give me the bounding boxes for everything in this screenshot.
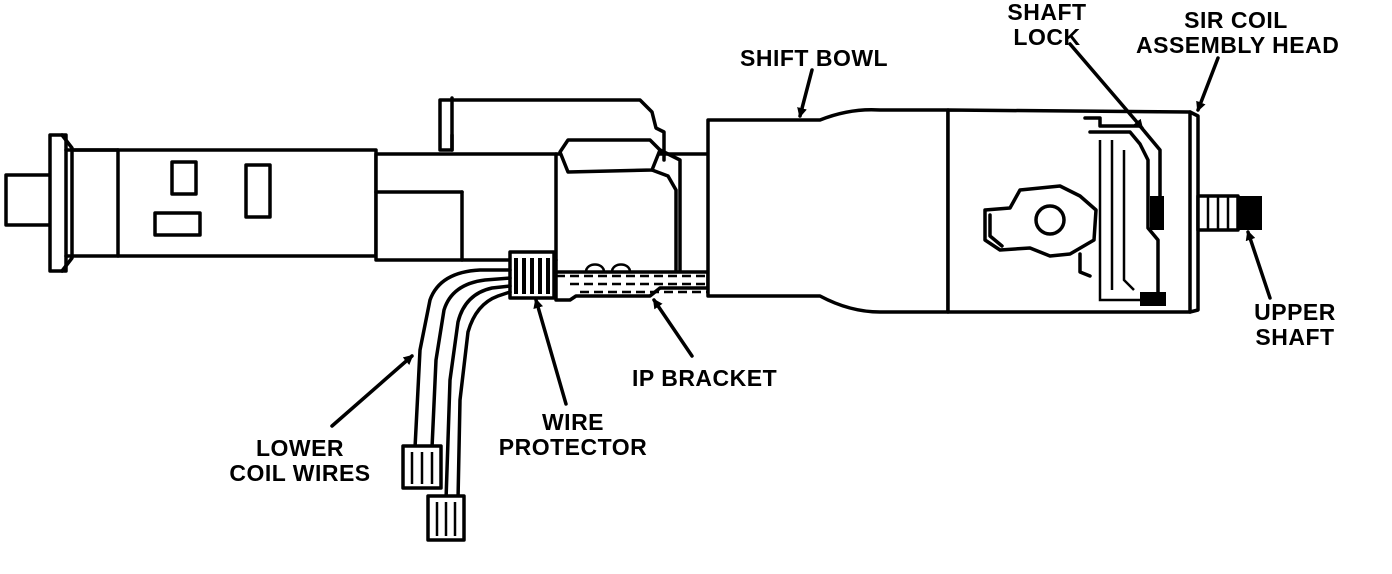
label-upper-shaft: UPPER SHAFT [1254,299,1336,350]
label-shift-bowl: SHIFT BOWL [740,45,889,71]
shift-bowl-body [706,107,950,314]
label-sir-coil-assembly-head: SIR COIL ASSEMBLY HEAD [1136,7,1340,58]
label-wire-protector: WIRE PROTECTOR [498,409,648,460]
lower-coil-wires [401,268,512,542]
column-jacket [374,96,710,302]
label-lower-coil-wires: LOWER COIL WIRES [229,435,371,486]
leader-lines [330,42,1272,428]
upper-shaft-stub [1196,194,1262,232]
wire-protector [508,250,556,300]
lock-housing [946,108,1200,314]
label-shaft-lock: SHAFT LOCK [1007,0,1087,50]
label-ip-bracket: IP BRACKET [632,365,778,391]
lower-shaft [4,133,378,273]
